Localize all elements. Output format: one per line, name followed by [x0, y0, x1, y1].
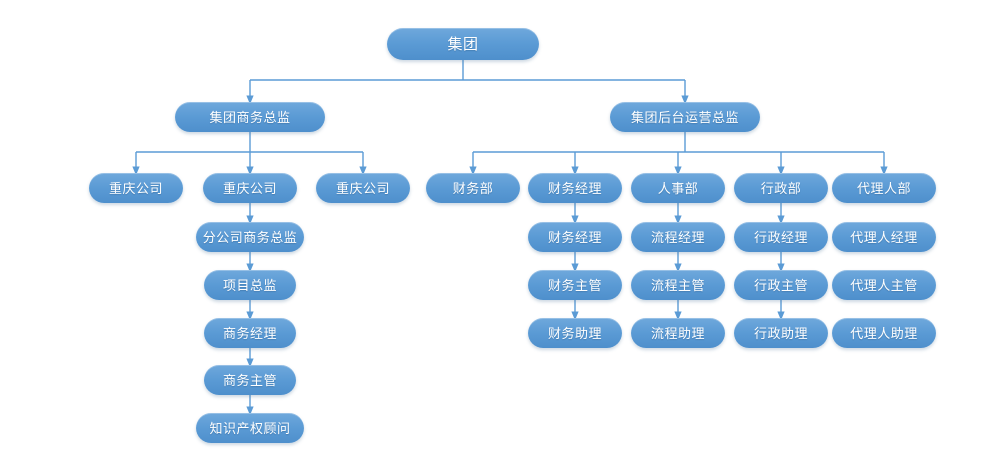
node-department-finance[interactable]: 财务部 [426, 173, 520, 203]
node-agent-manager[interactable]: 代理人经理 [832, 222, 936, 252]
node-department-finance-manager[interactable]: 财务经理 [528, 173, 622, 203]
node-business-unit-2[interactable]: 重庆公司 [203, 173, 297, 203]
node-root-group[interactable]: 集团 [387, 28, 539, 60]
node-label: 分公司商务总监 [202, 229, 298, 245]
node-finance-assistant[interactable]: 财务助理 [528, 318, 622, 348]
node-label: 代理人助理 [850, 325, 918, 341]
node-business-unit-1[interactable]: 重庆公司 [89, 173, 183, 203]
node-process-supervisor[interactable]: 流程主管 [631, 270, 725, 300]
node-label: 财务经理 [547, 180, 602, 196]
node-ip-consultant[interactable]: 知识产权顾问 [196, 413, 304, 443]
node-label: 行政经理 [753, 229, 808, 245]
node-department-admin[interactable]: 行政部 [734, 173, 828, 203]
node-label: 重庆公司 [335, 180, 390, 196]
node-admin-manager[interactable]: 行政经理 [734, 222, 828, 252]
node-label: 行政主管 [753, 277, 808, 293]
node-label: 集团 [447, 35, 479, 53]
node-label: 流程主管 [650, 277, 705, 293]
node-branch-business-director[interactable]: 分公司商务总监 [196, 222, 304, 252]
node-department-hr[interactable]: 人事部 [631, 173, 725, 203]
node-label: 财务部 [452, 180, 494, 196]
node-label: 项目总监 [222, 277, 277, 293]
node-label: 行政助理 [753, 325, 808, 341]
node-label: 商务经理 [222, 325, 277, 341]
node-agent-assistant[interactable]: 代理人助理 [832, 318, 936, 348]
node-label: 流程经理 [650, 229, 705, 245]
node-agent-supervisor[interactable]: 代理人主管 [832, 270, 936, 300]
node-label: 行政部 [760, 180, 802, 196]
node-label: 重庆公司 [222, 180, 277, 196]
node-admin-assistant[interactable]: 行政助理 [734, 318, 828, 348]
node-label: 重庆公司 [108, 180, 163, 196]
node-group-business-director[interactable]: 集团商务总监 [175, 102, 325, 132]
node-label: 人事部 [657, 180, 699, 196]
node-business-unit-3[interactable]: 重庆公司 [316, 173, 410, 203]
node-label: 代理人经理 [850, 229, 918, 245]
node-finance-manager[interactable]: 财务经理 [528, 222, 622, 252]
node-process-assistant[interactable]: 流程助理 [631, 318, 725, 348]
node-label: 集团商务总监 [209, 109, 291, 125]
node-business-manager[interactable]: 商务经理 [204, 318, 296, 348]
node-business-supervisor[interactable]: 商务主管 [204, 365, 296, 395]
node-project-director[interactable]: 项目总监 [204, 270, 296, 300]
node-admin-supervisor[interactable]: 行政主管 [734, 270, 828, 300]
node-label: 商务主管 [222, 372, 277, 388]
node-department-agent[interactable]: 代理人部 [832, 173, 936, 203]
node-process-manager[interactable]: 流程经理 [631, 222, 725, 252]
node-label: 知识产权顾问 [209, 420, 291, 436]
node-label: 代理人部 [856, 180, 911, 196]
node-label: 流程助理 [650, 325, 705, 341]
node-label: 代理人主管 [850, 277, 918, 293]
node-group-backoffice-director[interactable]: 集团后台运营总监 [610, 102, 760, 132]
node-label: 财务助理 [547, 325, 602, 341]
node-label: 财务经理 [547, 229, 602, 245]
node-finance-supervisor[interactable]: 财务主管 [528, 270, 622, 300]
node-label: 集团后台运营总监 [630, 109, 739, 125]
node-label: 财务主管 [547, 277, 602, 293]
